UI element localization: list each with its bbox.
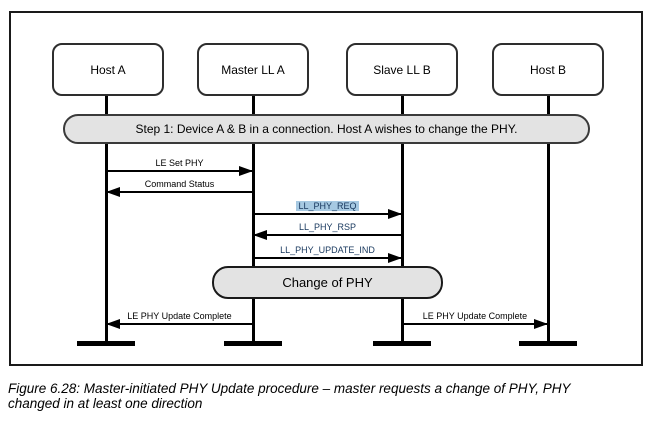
ground-terminator-host-b: [519, 341, 577, 346]
lifeline-slave-ll-b: [401, 95, 404, 344]
lifeline-host-b: [547, 95, 550, 344]
message-line: [253, 213, 402, 215]
arrowhead-left-icon: [106, 319, 120, 329]
change-of-phy-banner: Change of PHY: [212, 266, 443, 299]
figure-caption: Figure 6.28: Master-initiated PHY Update…: [8, 381, 653, 411]
message-ll-phy-req: LL_PHY_REQ: [253, 199, 402, 219]
message-line: [106, 170, 253, 172]
arrowhead-left-icon: [253, 230, 267, 240]
entity-label-host-a: Host A: [90, 62, 126, 77]
message-ll-phy-rsp: LL_PHY_RSP: [253, 220, 402, 240]
message-line: [402, 323, 548, 325]
message-command-status: Command Status: [106, 177, 253, 197]
entity-box-slave-ll-b: Slave LL B: [346, 43, 458, 96]
entity-label-slave-ll-b: Slave LL B: [373, 62, 431, 77]
message-le-set-phy: LE Set PHY: [106, 156, 253, 176]
message-label: LE PHY Update Complete: [127, 311, 232, 321]
entity-label-master-ll-a: Master LL A: [221, 62, 285, 77]
arrowhead-right-icon: [388, 253, 402, 263]
message-line: [106, 191, 253, 193]
message-label: LE Set PHY: [155, 158, 204, 168]
arrowhead-right-icon: [534, 319, 548, 329]
message-label: Command Status: [144, 179, 215, 189]
ground-terminator-master-ll-a: [224, 341, 282, 346]
lifeline-host-a: [105, 95, 108, 344]
entity-box-master-ll-a: Master LL A: [197, 43, 309, 96]
message-label-highlighted: LL_PHY_REQ: [296, 201, 359, 211]
figure-caption-line2: changed in at least one direction: [8, 396, 203, 411]
message-line: [253, 257, 402, 259]
arrowhead-right-icon: [388, 209, 402, 219]
message-line: [253, 234, 402, 236]
ground-terminator-host-a: [77, 341, 135, 346]
message-ll-phy-update-ind: LL_PHY_UPDATE_IND: [253, 243, 402, 263]
lifeline-master-ll-a: [252, 95, 255, 344]
message-label: LL_PHY_UPDATE_IND: [280, 245, 375, 255]
arrowhead-right-icon: [239, 166, 253, 176]
step-banner-text: Step 1: Device A & B in a connection. Ho…: [135, 122, 518, 136]
message-label: LE PHY Update Complete: [422, 311, 528, 321]
step-banner: Step 1: Device A & B in a connection. Ho…: [63, 114, 590, 144]
message-le-phy-update-complete-left: LE PHY Update Complete: [106, 309, 253, 329]
entity-box-host-a: Host A: [52, 43, 164, 96]
message-line: [106, 323, 253, 325]
figure-caption-line1: Figure 6.28: Master-initiated PHY Update…: [8, 381, 571, 396]
change-of-phy-label: Change of PHY: [282, 275, 373, 290]
entity-label-host-b: Host B: [529, 62, 566, 77]
message-label: LL_PHY_RSP: [298, 222, 357, 232]
ground-terminator-slave-ll-b: [373, 341, 431, 346]
message-le-phy-update-complete-right: LE PHY Update Complete: [402, 309, 548, 329]
arrowhead-left-icon: [106, 187, 120, 197]
entity-box-host-b: Host B: [492, 43, 604, 96]
